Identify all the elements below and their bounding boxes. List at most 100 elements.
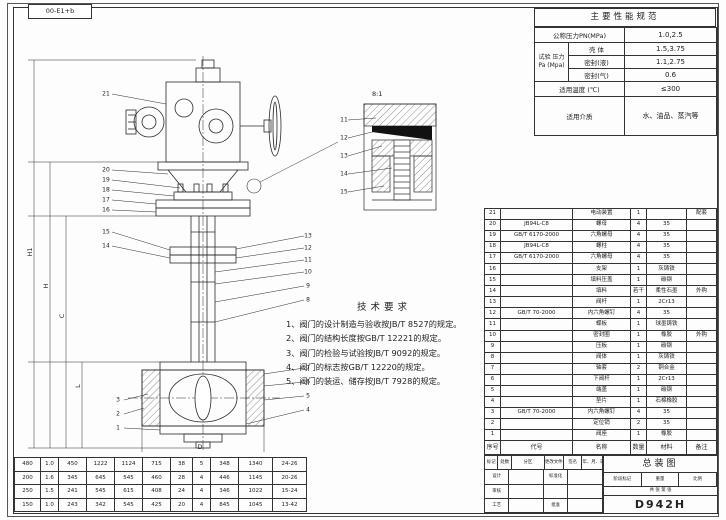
detail-scale-label: 8:1 [372,90,383,98]
valve-assembly-drawing [28,56,305,452]
bom-remark [686,274,717,287]
bom-seq: 5 [484,384,501,397]
bom-qty: 1 [630,274,647,287]
bom-qty: 4 [630,219,647,232]
part-callout: 1 [116,424,120,432]
bom-part-name: 密封圈 [572,329,631,342]
bom-header-seq: 序号 [484,440,501,455]
bom-remark [686,362,717,375]
bom-code [500,207,573,221]
bom-seq: 16 [484,263,501,276]
bom-part-name: 下阀杆 [572,373,631,386]
bom-code [500,285,573,298]
bom-seq: 13 [484,296,501,309]
bom-seq: 3 [484,406,501,419]
dim-cell: 645 [86,470,115,485]
bom-remark [686,307,717,320]
dim-cell: 4 [192,470,211,485]
revision-header-cell: 标记 [485,456,499,471]
bom-remark [686,417,717,430]
inner-border [13,7,718,514]
bom-qty: 2 [630,417,647,430]
stage-row: 阶段标记 重量 比例 [604,473,718,487]
bom-row: 17 GB/T 6170-2000 六角螺母 4 35 [484,252,717,265]
bom-qty: 4 [630,230,647,243]
bom-code: JB94L-C8 [500,219,573,232]
bom-material: 2Cr13 [646,296,687,309]
bom-material: 35 [646,241,687,254]
part-callout: 13 [304,232,312,240]
dimension-row: 250 1.5 241 545 615 408 24 4 346 1022 15… [14,484,307,499]
drawing-title: 总装图 [604,456,717,473]
bom-code [500,395,573,408]
bom-row: 12 GB/T 70-2000 内六角螺钉 4 35 [484,307,717,320]
bom-remark [686,241,717,254]
revision-header-cell: 分区 [511,456,545,471]
bom-seq: 8 [484,351,501,364]
spec-value-seal-gas: 0.6 [624,68,718,82]
signature-cell: 工艺 [485,498,510,513]
bom-row: 14 填料 若干 柔性石墨 外购 [484,285,717,298]
part-callout: 19 [102,176,110,184]
bom-code [500,417,573,430]
bom-part-name: 阀杆 [572,296,631,309]
signature-row: 设计 标准化 [485,470,603,485]
bom-seq: 18 [484,241,501,254]
stage-label: 阶段标记 [604,473,642,486]
bom-part-name: 定位销 [572,417,631,430]
part-callout: 2 [116,410,120,418]
dim-cell: 5 [192,457,211,472]
part-callout: 15 [102,228,110,236]
bom-qty: 1 [630,395,647,408]
signature-cell: 批准 [544,498,569,513]
part-callout: 12 [304,244,312,252]
spec-grid: 公称压力PN(MPa) 1.0,2.5 试验 压力 Pa (Mpa) 壳 体 1… [533,27,718,136]
dim-cell: 4 [192,497,211,512]
dimension-row: 200 1.6 345 645 545 460 28 4 446 1145 20… [14,470,307,485]
tech-requirement-item: 5、阀门的装运、储存按JB/T 7928的规定。 [286,376,446,387]
dimension-row: 150 1.0 243 342 545 425 20 4 845 1045 13… [14,497,307,512]
bom-part-name: 六角螺母 [572,252,631,265]
bom-part-name: 螺母 [572,219,631,232]
bom-code [500,428,573,442]
sheet-count: 共 张 第 张 [604,487,717,496]
dim-cell: 24-26 [272,457,307,472]
tech-requirement-item: 1、阀门的设计制造与验收按JB/T 8527的规定。 [286,319,462,329]
bom-seq: 17 [484,252,501,265]
title-block-revision-area: 标记处数分区更改文件号签名年、月、日 设计 标准化 审核 [485,456,604,513]
part-callout: 17 [102,196,110,204]
bom-material: 球墨铸铁 [646,318,687,331]
bom-part-name: 轴套 [572,362,631,375]
revision-header-cell: 年、月、日 [582,456,604,471]
bom-header-code: 代号 [500,440,573,455]
parts-list-table: 21 电动装置 1 配套 20 JB94L-C8 螺母 4 35 [484,207,717,455]
part-callout: 14 [102,242,110,250]
signature-row: 工艺 批准 [485,498,603,513]
dim-cell: 1045 [238,497,273,512]
bom-seq: 20 [484,219,501,232]
bom-row: 9 压板 1 碳钢 [484,340,717,353]
bom-part-name: 螺柱 [572,241,631,254]
bom-code [500,318,573,331]
tech-requirement-item: 2、阀门的结构长度按GB/T 12221的规定。 [286,333,447,344]
signature-cell [509,470,544,485]
bom-material [646,207,687,221]
dimension-label: H1 [26,247,34,257]
bom-material: 铜合金 [646,362,687,375]
dim-cell: 15-24 [272,484,307,499]
bom-material: 碳钢 [646,340,687,353]
signature-cell [544,484,569,499]
part-callout: 11 [340,116,348,124]
bom-qty: 4 [630,406,647,419]
signature-cell [568,498,603,513]
signature-rows: 设计 标准化 审核 工艺 [485,470,603,513]
bom-remark: 外购 [686,285,717,298]
bom-row: 16 支架 1 灰铸铁 [484,263,717,276]
dim-cell: 615 [114,484,143,499]
bom-material: 35 [646,417,687,430]
signature-cell: 设计 [485,470,510,485]
signature-row: 审核 [485,484,603,499]
tech-requirement-item: 4、阀门的标志按GB/T 12220的规定。 [286,362,430,373]
corner-label: 00-E1+b [28,4,92,19]
dim-cell: 425 [142,497,171,512]
